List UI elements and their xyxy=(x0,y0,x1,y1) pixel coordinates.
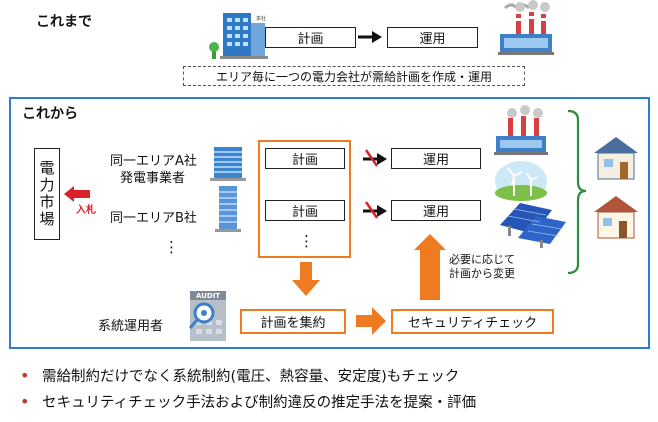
bullet-dot: • xyxy=(20,391,30,411)
office-building-icon xyxy=(209,13,268,59)
office-building-icon xyxy=(215,186,241,232)
security-check-box: セキュリティチェック xyxy=(391,309,554,334)
heading-after: これから xyxy=(22,106,78,122)
operation-box-before: 運用 xyxy=(387,27,478,48)
plan-group-frame xyxy=(258,140,351,258)
power-market-box: 電力市場 xyxy=(34,148,60,240)
aggregate-box: 計画を集約 xyxy=(240,309,346,334)
bullet-item: • セキュリティチェック手法および制約違反の推定手法を提案・評価 xyxy=(20,388,476,414)
arrow-aggregate-to-security xyxy=(356,307,386,335)
audit-inspector-icon xyxy=(188,291,226,341)
operator-label: 系統運用者 xyxy=(98,319,164,334)
solar-panel-icon xyxy=(500,203,566,248)
heading-before: これまで xyxy=(36,14,92,30)
change-note: 必要に応じて 計画から変更 xyxy=(449,253,515,281)
plan-box-before: 計画 xyxy=(265,27,356,48)
operation-box-a: 運用 xyxy=(391,148,481,169)
arrow-plan-to-operation-b xyxy=(363,201,387,219)
house-icon xyxy=(594,137,638,180)
plan-ellipsis: ⋮ xyxy=(299,232,314,250)
operation-box-b: 運用 xyxy=(391,200,481,221)
change-note-line-1: 必要に応じて xyxy=(449,253,515,266)
house-icon xyxy=(594,196,638,239)
bullet-dot: • xyxy=(20,365,30,385)
change-note-line-2: 計画から変更 xyxy=(449,267,515,280)
plan-box-b: 計画 xyxy=(265,200,345,221)
bullet-text: 需給制約だけでなく系統制約(電圧、熱容量、安定度)もチェック xyxy=(42,368,460,385)
plan-box-a: 計画 xyxy=(265,148,345,169)
bid-arrow xyxy=(64,186,90,202)
arrow-security-to-operation xyxy=(414,234,446,300)
company-b-label: 同一エリアB社 xyxy=(110,211,197,226)
company-a-sublabel: 発電事業者 xyxy=(120,171,186,186)
bullet-list: • 需給制約だけでなく系統制約(電圧、熱容量、安定度)もチェック • セキュリテ… xyxy=(20,362,476,414)
wind-turbine-icon xyxy=(495,161,547,201)
company-ellipsis: ⋮ xyxy=(164,238,179,256)
office-building-icon xyxy=(210,147,246,181)
supply-bracket xyxy=(567,109,587,275)
power-plant-icon xyxy=(494,105,548,155)
arrow-plan-to-operation-a xyxy=(363,149,387,167)
future-frame xyxy=(9,97,650,349)
audit-sign-label: AUDIT xyxy=(196,292,220,300)
company-a-label: 同一エリアA社 xyxy=(110,154,197,169)
arrow-down-to-aggregate xyxy=(292,262,320,296)
bullet-item: • 需給制約だけでなく系統制約(電圧、熱容量、安定度)もチェック xyxy=(20,362,476,388)
bid-label: 入札 xyxy=(76,205,96,216)
power-plant-icon xyxy=(498,0,554,55)
building-sign-label: 本社 xyxy=(256,15,266,22)
before-note: エリア毎に一つの電力会社が需給計画を作成・運用 xyxy=(183,66,525,86)
arrow-plan-to-operation-before xyxy=(358,31,382,43)
bullet-text: セキュリティチェック手法および制約違反の推定手法を提案・評価 xyxy=(42,394,477,411)
